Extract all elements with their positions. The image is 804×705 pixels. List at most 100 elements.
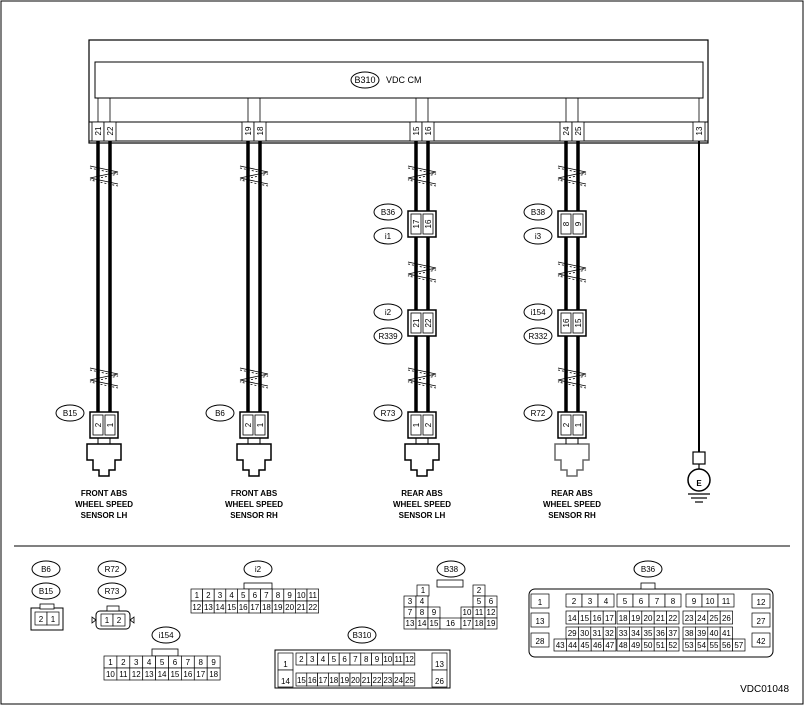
legend-pin: 29	[568, 629, 577, 638]
legend-pin: 8	[671, 597, 676, 606]
legend-pin: 15	[430, 619, 439, 628]
wires	[89, 141, 700, 452]
sensor-connector-pin	[572, 414, 584, 436]
legend-pin: 9	[692, 597, 697, 606]
sensor-connector-pin-label: 1	[574, 422, 583, 427]
legend-pin: 22	[308, 603, 317, 612]
legend-pin: 5	[332, 655, 337, 664]
legend-pin: 13	[406, 619, 415, 628]
connector-code: i154	[530, 308, 546, 317]
sensor-name-line: SENSOR LH	[399, 511, 446, 520]
sensor-connector-pin-label: 1	[412, 422, 421, 427]
legend-pin: 3	[218, 591, 223, 600]
legend-pin: 18	[329, 676, 338, 685]
legend-pin: 34	[631, 629, 640, 638]
upper-connector-code: B36	[373, 203, 403, 221]
legend-pin: 26	[435, 677, 444, 686]
legend-pin: 27	[757, 617, 766, 626]
sensor-name-line: WHEEL SPEED	[75, 500, 133, 509]
legend-code-b6: B6	[31, 560, 61, 578]
connector-code-badge	[97, 582, 127, 600]
connector-code-badge	[31, 582, 61, 600]
legend-pin-cell	[732, 638, 746, 652]
legend-pin: 7	[186, 658, 191, 667]
sensor-connector-pin	[254, 414, 266, 436]
connector-code-badge	[373, 303, 403, 321]
legend-pin: 40	[710, 629, 719, 638]
sensor-name-line: SENSOR RH	[230, 511, 278, 520]
twisted-pair-mark	[557, 165, 587, 187]
legend-pin: 41	[722, 629, 731, 638]
sensor-name-line: REAR ABS	[551, 489, 593, 498]
sensor-connector-pin	[104, 414, 116, 436]
legend-pin-cell	[403, 672, 416, 687]
legend-pin: 1	[51, 615, 56, 624]
connector-code-badge	[205, 404, 235, 422]
legend-code-i154: i154	[151, 626, 181, 644]
legend-pin: 32	[605, 629, 614, 638]
legend-pin: 12	[132, 670, 141, 679]
legend-pin: 14	[418, 619, 427, 628]
legend-pin-cell	[277, 669, 294, 688]
legend-pin: 2	[117, 616, 122, 625]
sensor-connector-code: R72	[523, 404, 553, 422]
legend-pin-cell	[530, 632, 550, 648]
legend-pin: 19	[487, 619, 496, 628]
sensor-connector-code: B15	[55, 404, 85, 422]
legend-pin: 13	[435, 660, 444, 669]
inline-connector-pin	[410, 213, 422, 235]
legend-pin: 20	[285, 603, 294, 612]
legend-pin: 18	[475, 619, 484, 628]
sensor-connector-pin	[92, 414, 104, 436]
module-name: VDC CM	[386, 75, 422, 85]
legend-pin: 48	[619, 641, 628, 650]
connector-code-badge	[523, 327, 553, 345]
legend-pin: 3	[588, 597, 593, 606]
upper-connector-code-alt: i1	[373, 227, 403, 245]
legend-pin: 26	[722, 614, 731, 623]
connector-code: i2	[385, 308, 392, 317]
legend-pin: 2	[121, 658, 126, 667]
inline-connector-pin	[422, 312, 434, 334]
module-pin-22: 22	[106, 126, 115, 135]
legend-pin: 6	[489, 597, 494, 606]
module-pin-13: 13	[695, 126, 704, 135]
legend-pin: 18	[209, 670, 218, 679]
legend-pin: 15	[170, 670, 179, 679]
connector-code: B15	[63, 409, 78, 418]
legend-pin-cell	[664, 593, 682, 608]
legend-pin-cell	[751, 612, 771, 628]
legend-pin-cell	[431, 669, 448, 688]
legend-pin: 23	[685, 614, 694, 623]
legend-pin: 11	[475, 608, 484, 617]
legend-pin: 11	[309, 591, 318, 600]
legend-pin: 15	[227, 603, 236, 612]
sensor-name-line: SENSOR LH	[81, 511, 128, 520]
legend-pin: 4	[420, 597, 425, 606]
legend-pin: 13	[204, 603, 213, 612]
vdc-control-module: B310 VDC CM	[88, 39, 709, 144]
connector-code: R73	[381, 409, 396, 418]
legend-pin-cell	[717, 593, 735, 608]
legend-pin: 7	[264, 591, 269, 600]
legend-pin-cell	[597, 593, 615, 608]
legend-pin-cell	[112, 613, 126, 627]
legend-pin: 6	[253, 591, 258, 600]
connector-code: i2	[255, 565, 262, 574]
connector-code: B6	[215, 409, 225, 418]
sensor-name-line: REAR ABS	[401, 489, 443, 498]
connector-code-badge	[523, 404, 553, 422]
legend-pin-cell	[719, 610, 733, 625]
connector-code: i1	[385, 232, 392, 241]
connector-code-badge	[373, 404, 403, 422]
legend-pin: 2	[206, 591, 211, 600]
legend-pin: 1	[108, 658, 113, 667]
legend-pin: 8	[199, 658, 204, 667]
sensor-name-line: FRONT ABS	[81, 489, 128, 498]
legend-pin: 14	[281, 677, 290, 686]
